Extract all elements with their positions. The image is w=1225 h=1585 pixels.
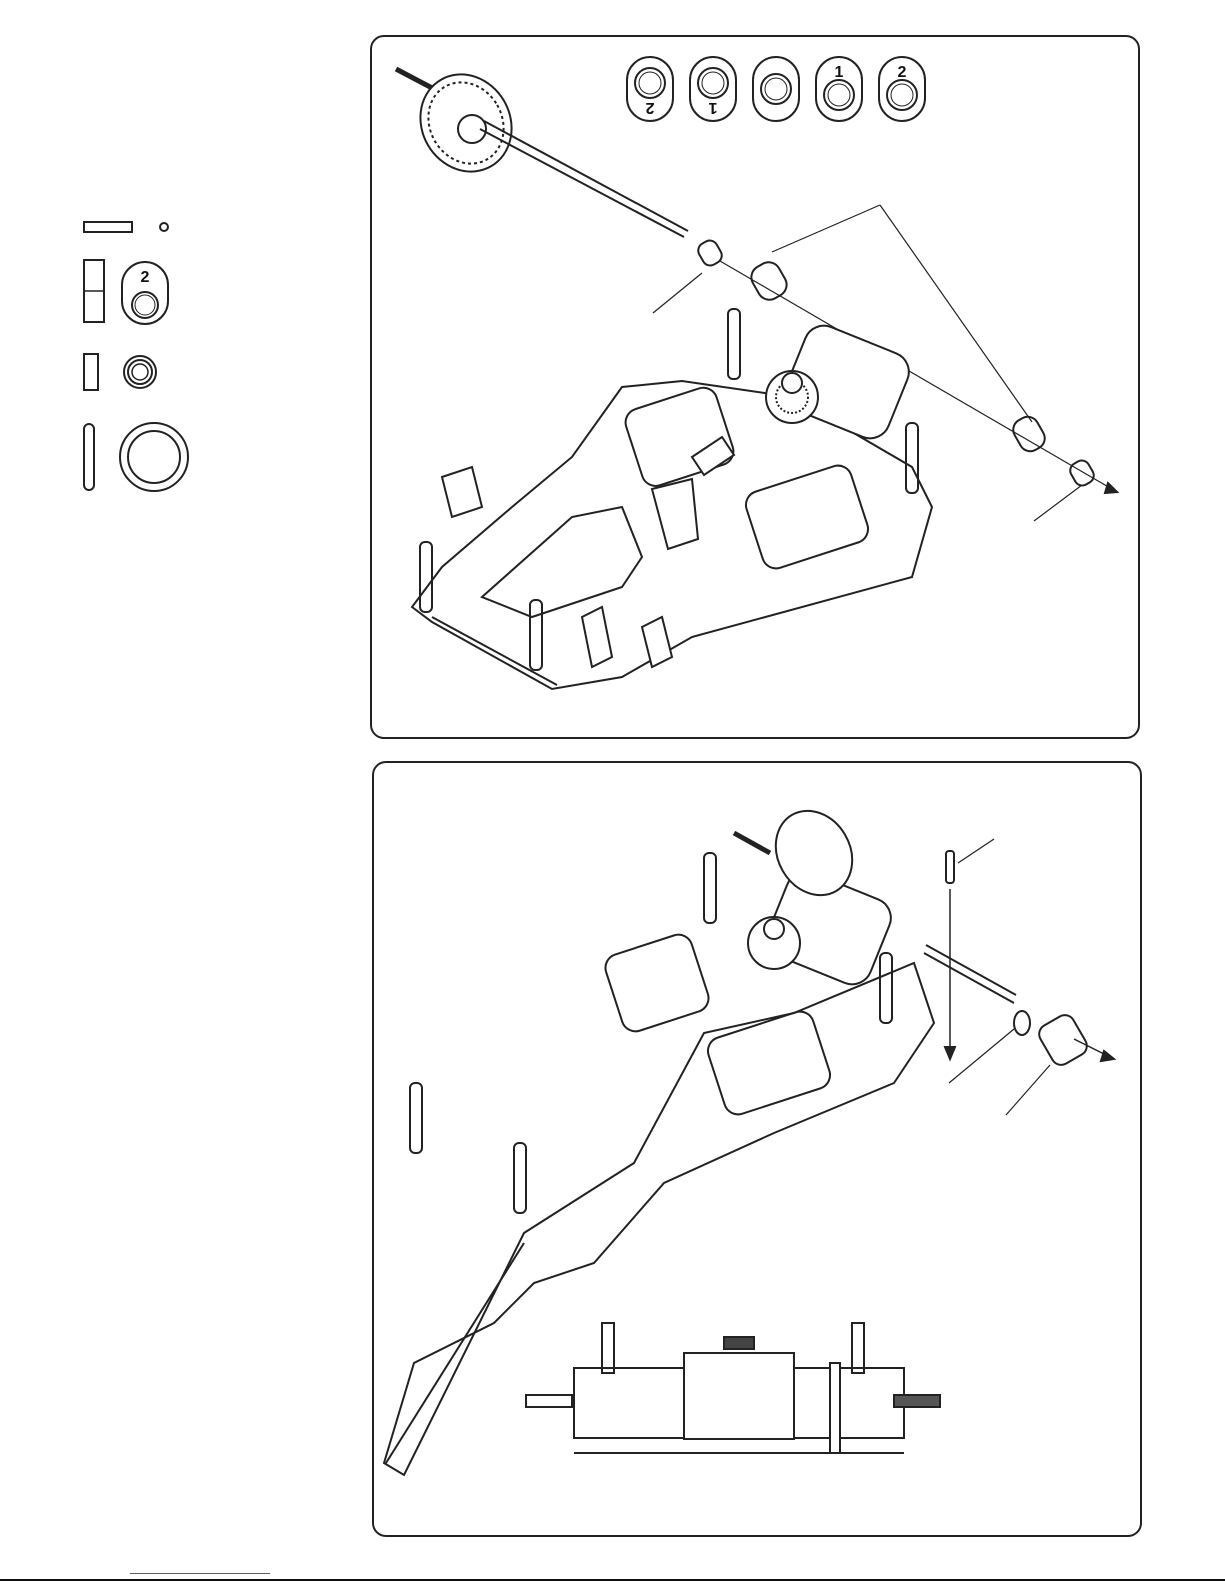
spacer-options: 2 1 1 2 <box>627 57 925 121</box>
svg-text:1: 1 <box>835 64 844 81</box>
spacer-option-0 <box>753 57 799 121</box>
chassis-drawing <box>412 309 932 689</box>
pin-icon <box>84 222 168 232</box>
bearing-icon <box>84 354 156 390</box>
spacer-icon: 2 <box>84 260 168 324</box>
parts-legend: 2 <box>70 210 210 510</box>
footer-link-underline[interactable] <box>130 1573 270 1574</box>
spacer-option-2-flipped: 2 <box>627 57 673 121</box>
step-panel-top: 2 1 1 2 <box>370 35 1140 739</box>
svg-text:2: 2 <box>645 99 654 116</box>
legend-spacer-label: 2 <box>141 269 150 286</box>
washer-icon <box>84 423 188 491</box>
svg-text:2: 2 <box>898 64 907 81</box>
page-bottom-rule <box>0 1579 1225 1581</box>
spacer-option-1: 1 <box>816 57 862 121</box>
step-panel-bottom <box>372 761 1142 1537</box>
spacer-option-2: 2 <box>879 57 925 121</box>
svg-text:1: 1 <box>708 99 717 116</box>
rear-view-drawing <box>526 1323 940 1453</box>
spacer-option-1-flipped: 1 <box>690 57 736 121</box>
